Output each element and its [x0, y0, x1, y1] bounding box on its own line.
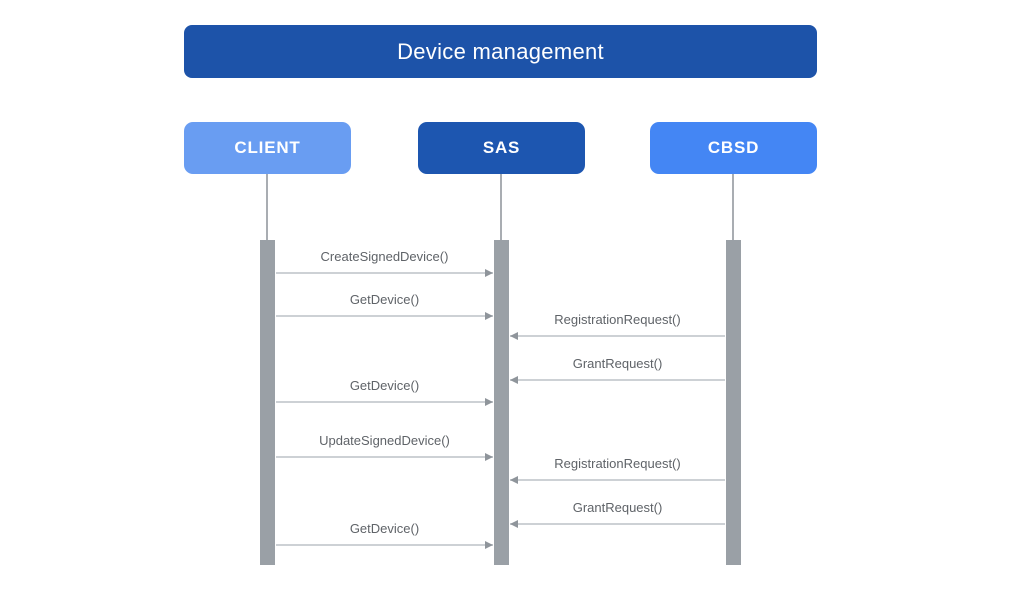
arrow-left-icon: [510, 332, 725, 340]
actor-sas-label: SAS: [482, 138, 521, 157]
actor-cbsd-label: CBSD: [707, 138, 760, 157]
diagram-title: Device management: [184, 25, 817, 78]
arrow-left-icon: [510, 520, 725, 528]
actor-cbsd: CBSD: [650, 122, 817, 174]
message-label: GetDevice(): [349, 521, 420, 536]
message-get-device-1: GetDevice(): [276, 292, 493, 320]
message-label: RegistrationRequest(): [554, 456, 681, 471]
arrow-left-icon: [510, 376, 725, 384]
message-label: CreateSignedDevice(): [320, 249, 449, 264]
actor-client: CLIENT: [184, 122, 351, 174]
diagram-title-label: Device management: [397, 38, 604, 64]
message-label: GrantRequest(): [572, 500, 663, 515]
arrow-right-icon: [276, 398, 493, 406]
message-get-device-3: GetDevice(): [276, 521, 493, 549]
activation-bar-cbsd: [726, 240, 741, 565]
message-registration-request-2: RegistrationRequest(): [510, 456, 725, 484]
message-label: GrantRequest(): [572, 356, 663, 371]
actor-client-label: CLIENT: [234, 138, 301, 157]
message-update-signed-device: UpdateSignedDevice(): [276, 433, 493, 461]
arrow-right-icon: [276, 269, 493, 277]
message-grant-request-1: GrantRequest(): [510, 356, 725, 384]
message-grant-request-2: GrantRequest(): [510, 500, 725, 528]
message-label: UpdateSignedDevice(): [319, 433, 450, 448]
message-label: GetDevice(): [349, 378, 420, 393]
arrow-right-icon: [276, 312, 493, 320]
arrow-right-icon: [276, 541, 493, 549]
lifeline-client: [266, 174, 268, 240]
message-registration-request-1: RegistrationRequest(): [510, 312, 725, 340]
activation-bar-client: [260, 240, 275, 565]
message-label: GetDevice(): [349, 292, 420, 307]
message-get-device-2: GetDevice(): [276, 378, 493, 406]
arrow-left-icon: [510, 476, 725, 484]
lifeline-sas: [500, 174, 502, 240]
arrow-right-icon: [276, 453, 493, 461]
message-create-signed-device: CreateSignedDevice(): [276, 249, 493, 277]
lifeline-cbsd: [732, 174, 734, 240]
actor-sas: SAS: [418, 122, 585, 174]
message-label: RegistrationRequest(): [554, 312, 681, 327]
activation-bar-sas: [494, 240, 509, 565]
